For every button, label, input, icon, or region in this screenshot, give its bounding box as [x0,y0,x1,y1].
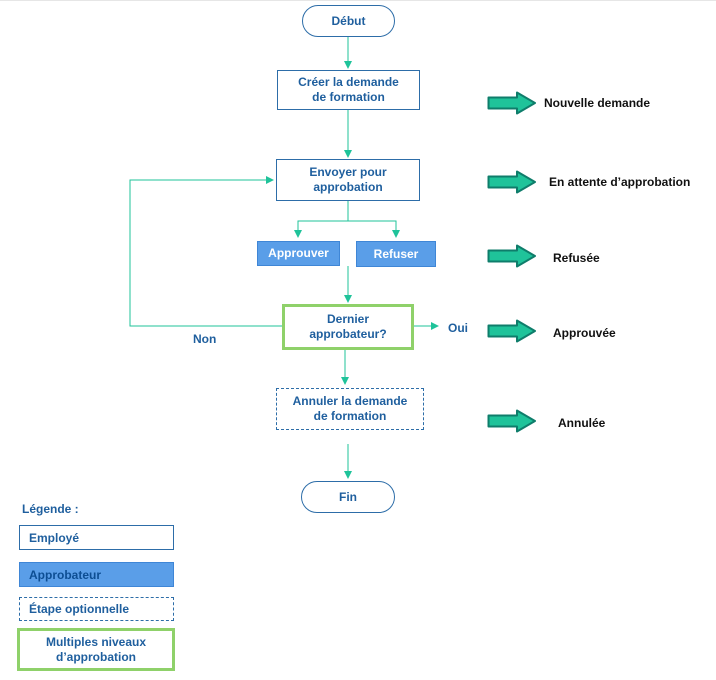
send-for-approval-node: Envoyer pour approbation [276,159,420,201]
connector-send-split [294,201,349,238]
end-node: Fin [301,481,395,513]
status-arrow-icon [487,244,536,268]
status-new-request: Nouvelle demande [544,96,651,110]
status-pending-approval: En attente d’approbation [549,175,691,189]
start-node: Début [302,5,395,37]
create-request-node: Créer la demande de formation [277,70,420,110]
status-cancelled: Annulée [558,416,606,430]
yes-branch-label: Oui [448,321,468,335]
status-approved: Approuvée [553,326,616,340]
connector-no-loop [129,176,283,327]
legend-title: Légende : [22,502,79,516]
cancel-request-node: Annuler la demande de formation [276,388,424,430]
status-arrow-icon [487,409,536,433]
status-arrow-icon [487,91,536,115]
no-branch-label: Non [193,332,217,346]
legend-employee: Employé [19,525,174,550]
status-refused: Refusée [553,251,600,265]
status-arrow-icon [487,170,536,194]
last-approver-decision: Dernier approbateur? [282,304,414,350]
legend-optional-step: Étape optionnelle [19,597,174,621]
approve-node: Approuver [257,241,340,266]
status-arrow-icon [487,319,536,343]
legend-multi-level: Multiples niveaux d’approbation [17,628,175,671]
top-divider [0,0,716,1]
reject-node: Refuser [356,241,436,267]
connector-send-reject [348,220,400,238]
legend-approver: Approbateur [19,562,174,587]
